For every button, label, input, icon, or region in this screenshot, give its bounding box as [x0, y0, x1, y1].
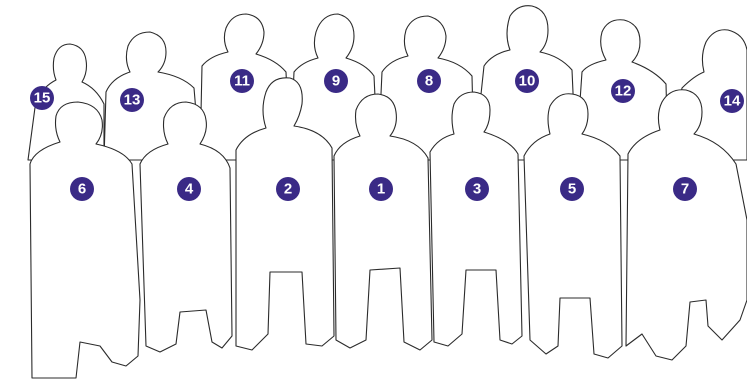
badge-person-11: 11 [230, 69, 254, 93]
badge-person-12: 12 [611, 79, 635, 103]
badge-person-7: 7 [673, 177, 697, 201]
badge-label: 11 [234, 73, 250, 90]
badge-label: 1 [377, 181, 385, 198]
badge-label: 9 [332, 73, 340, 90]
badge-person-8: 8 [417, 69, 441, 93]
badge-person-1: 1 [369, 177, 393, 201]
badge-person-10: 10 [515, 69, 539, 93]
badge-person-4: 4 [177, 177, 201, 201]
badge-label: 14 [724, 93, 741, 110]
badge-person-9: 9 [324, 69, 348, 93]
badge-label: 6 [78, 181, 86, 198]
badge-person-6: 6 [70, 177, 94, 201]
badge-label: 13 [124, 92, 141, 109]
badge-label: 7 [681, 181, 689, 198]
badge-label: 3 [473, 181, 481, 198]
badge-label: 10 [519, 73, 536, 90]
badge-label: 2 [284, 181, 292, 198]
badge-person-2: 2 [276, 177, 300, 201]
badge-person-14: 14 [720, 89, 744, 113]
badge-person-3: 3 [465, 177, 489, 201]
badge-person-15: 15 [30, 86, 54, 110]
badge-person-13: 13 [120, 88, 144, 112]
badge-label: 8 [425, 73, 433, 90]
badge-person-5: 5 [560, 177, 584, 201]
badge-label: 12 [615, 83, 632, 100]
badge-label: 4 [185, 181, 194, 198]
badge-label: 15 [34, 90, 51, 107]
badge-label: 5 [568, 181, 576, 198]
